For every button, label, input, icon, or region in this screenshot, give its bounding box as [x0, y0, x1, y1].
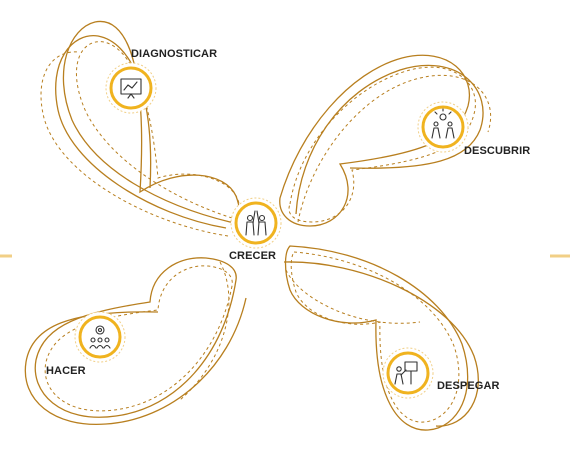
- node-hacer-circle: [74, 311, 126, 363]
- node-label-diagnosticar: DIAGNOSTICAR: [131, 48, 218, 60]
- node-diagnosticar-circle: [105, 62, 157, 114]
- node-crecer-circle: [230, 197, 282, 249]
- gear-team-icon: [89, 325, 111, 349]
- petal-hacer: [24, 257, 247, 425]
- node-label-descubrir: DESCUBRIR: [464, 145, 531, 157]
- node-descubrir-circle: [417, 101, 469, 153]
- node-label-hacer: HACER: [46, 365, 86, 377]
- diagnosis-board-icon: [120, 78, 142, 99]
- node-label-despegar: DESPEGAR: [437, 380, 500, 392]
- petal-despegar: [283, 245, 479, 431]
- presentation-icon: [394, 361, 418, 385]
- node-despegar-circle: [382, 347, 434, 399]
- center-label-crecer: CRECER: [229, 250, 277, 262]
- idea-people-icon: [431, 108, 455, 139]
- high-five-icon: [245, 210, 267, 236]
